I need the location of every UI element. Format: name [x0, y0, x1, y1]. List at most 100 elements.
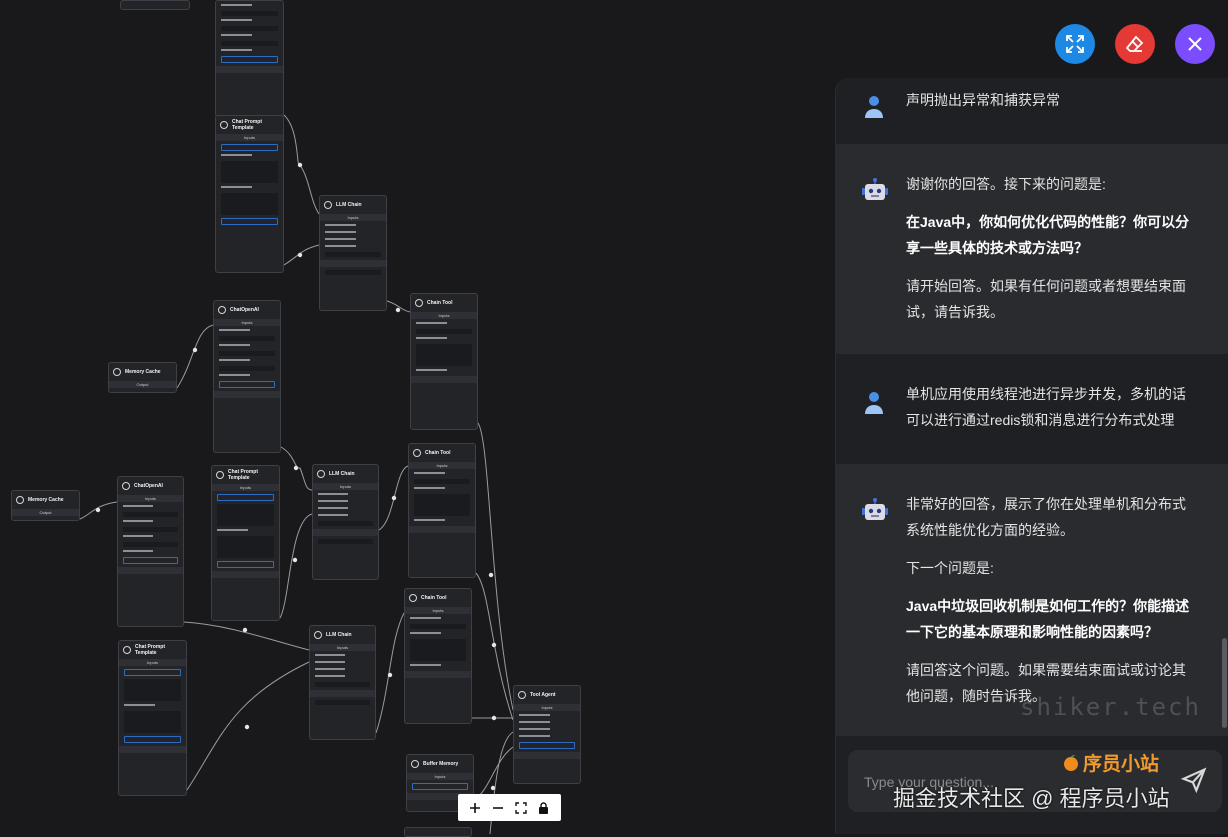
node-field[interactable] [123, 527, 178, 532]
edge [475, 572, 514, 721]
flow-node[interactable]: Tool Agent Inputs [513, 685, 581, 784]
node-field[interactable] [325, 270, 381, 275]
node-field[interactable] [217, 494, 274, 501]
edge-handle [242, 627, 248, 633]
message-text-bold: Java中垃圾回收机制是如何工作的？你能描述一下它的基本原理和影响性能的因素吗？ [906, 598, 1190, 640]
node-field[interactable] [221, 41, 278, 46]
node-field[interactable] [325, 252, 381, 257]
node-field [219, 374, 275, 378]
orange-icon [1064, 754, 1078, 771]
minus-icon [493, 806, 504, 809]
node-field[interactable] [318, 539, 373, 544]
send-icon[interactable] [1180, 766, 1208, 794]
expand-button[interactable] [1055, 24, 1095, 64]
edge-handle [488, 572, 494, 578]
flow-node[interactable] [120, 0, 190, 10]
question-input[interactable] [862, 768, 1156, 796]
node-field[interactable] [221, 218, 278, 225]
node-title: Chain Tool [409, 444, 475, 462]
chat-panel: 声明抛出异常和捕获异常 谢谢你的回答。接下来的问题是: 在Java中，你如何优化… [835, 78, 1228, 834]
node-section [313, 529, 378, 536]
node-field[interactable] [219, 336, 275, 341]
edge-handle [192, 347, 198, 353]
node-icon [413, 449, 421, 457]
node-icon [317, 470, 325, 478]
node-field [519, 721, 575, 725]
edge [79, 501, 118, 520]
node-field[interactable] [124, 669, 181, 676]
flow-node[interactable]: Chat Prompt Template Inputs [215, 115, 284, 273]
node-field[interactable] [416, 344, 472, 366]
zoom-out-button[interactable] [489, 799, 507, 817]
node-field[interactable] [219, 381, 275, 388]
node-title: Memory Cache [109, 363, 176, 381]
flow-node[interactable]: ChatOpenAI Inputs [117, 476, 184, 627]
node-field [410, 632, 466, 636]
node-field[interactable] [221, 161, 278, 183]
edge [279, 513, 313, 619]
node-field[interactable] [124, 736, 181, 743]
node-field[interactable] [221, 144, 278, 151]
node-section: Inputs [118, 495, 183, 502]
node-icon [218, 306, 226, 314]
flow-node[interactable]: Memory Cache Output [11, 490, 80, 521]
node-field[interactable] [217, 536, 274, 558]
node-field[interactable] [221, 56, 278, 63]
fit-view-button[interactable] [512, 799, 530, 817]
user-avatar-icon [865, 96, 883, 118]
zoom-in-button[interactable] [466, 799, 484, 817]
flow-node[interactable] [215, 0, 284, 117]
node-field[interactable] [315, 700, 370, 705]
flow-node[interactable]: LLM Chain Inputs [312, 464, 379, 580]
node-field[interactable] [519, 742, 575, 749]
flow-node[interactable]: Chain Tool Inputs [404, 588, 472, 724]
node-field[interactable] [221, 26, 278, 31]
close-button[interactable] [1175, 24, 1215, 64]
node-field[interactable] [123, 512, 178, 517]
node-section [119, 746, 186, 753]
chat-message-bot: 谢谢你的回答。接下来的问题是: 在Java中，你如何优化代码的性能？你可以分享一… [836, 144, 1228, 354]
lock-button[interactable] [535, 799, 553, 817]
node-field [123, 535, 178, 539]
node-field[interactable] [217, 561, 274, 568]
flow-node[interactable]: Chat Prompt Template Inputs [211, 465, 280, 621]
node-field[interactable] [410, 639, 466, 661]
node-field[interactable] [414, 494, 470, 516]
node-field[interactable] [124, 679, 181, 701]
flow-node[interactable]: Memory Cache Output [108, 362, 177, 393]
clear-chat-button[interactable] [1115, 24, 1155, 64]
flow-node[interactable]: LLM Chain Inputs [309, 625, 376, 740]
message-text: 请开始回答。如果有任何问题或者想要结束面试，请告诉我。 [906, 278, 1186, 320]
node-field[interactable] [123, 557, 178, 564]
node-field[interactable] [410, 624, 466, 629]
flow-node[interactable]: Chain Tool Inputs [408, 443, 476, 578]
node-field[interactable] [219, 351, 275, 356]
node-field[interactable] [221, 193, 278, 215]
node-field[interactable] [416, 329, 472, 334]
flow-node[interactable]: Chat Prompt Template Inputs [118, 640, 187, 796]
node-field[interactable] [412, 783, 468, 790]
node-field[interactable] [414, 479, 470, 484]
node-icon [409, 594, 417, 602]
node-field[interactable] [221, 11, 278, 16]
node-field[interactable] [318, 521, 373, 526]
edge-handle [491, 642, 497, 648]
node-field[interactable] [217, 504, 274, 526]
node-field[interactable] [315, 682, 370, 687]
message-text: 请回答这个问题。如果需要结束面试或讨论其他问题，随时告诉我。 [906, 662, 1186, 704]
node-section [118, 567, 183, 574]
chat-scrollbar[interactable] [1222, 638, 1227, 728]
flow-node[interactable]: LLM Chain Inputs [319, 195, 387, 311]
edge-handle [293, 465, 299, 471]
node-field [315, 668, 370, 672]
expand-icon [1066, 35, 1084, 53]
node-field[interactable] [219, 366, 275, 371]
node-title: Chat Prompt Template [212, 466, 279, 484]
flow-node[interactable] [404, 827, 472, 837]
node-field[interactable] [124, 711, 181, 733]
node-field[interactable] [123, 542, 178, 547]
brand-watermark: 序员小站 [1062, 749, 1159, 776]
flow-node[interactable]: Chain Tool Inputs [410, 293, 478, 430]
flow-node[interactable]: ChatOpenAI Inputs [213, 300, 281, 453]
